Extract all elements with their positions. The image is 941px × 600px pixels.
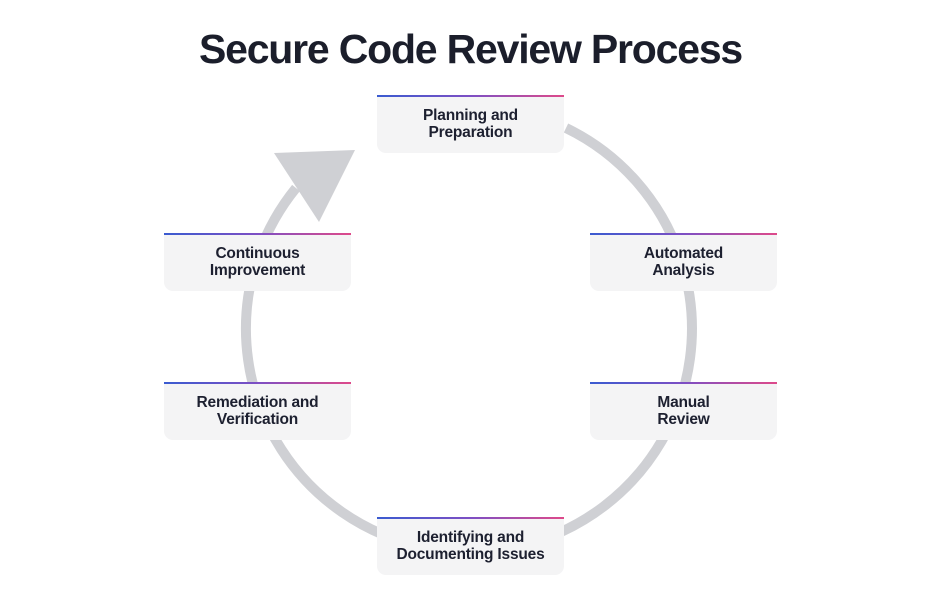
step-label-line: Remediation and [196, 394, 319, 411]
step-planning-and-preparation: Planning and Preparation [377, 95, 564, 153]
step-label-line: Analysis [652, 262, 715, 279]
step-label-line: Improvement [209, 262, 306, 279]
step-manual-review: Manual Review [590, 382, 777, 440]
step-label: Manual Review [651, 394, 715, 428]
step-label-line: Planning and [423, 107, 518, 124]
step-automated-analysis: Automated Analysis [590, 233, 777, 291]
cycle-arrowhead-icon [274, 150, 355, 222]
step-label: Automated Analysis [638, 245, 729, 279]
step-label: Planning and Preparation [417, 107, 524, 141]
step-label-line: Identifying and [416, 529, 525, 546]
step-remediation-and-verification: Remediation and Verification [164, 382, 351, 440]
step-label: Remediation and Verification [191, 394, 325, 428]
step-label-line: Manual [657, 394, 710, 411]
step-label-line: Continuous [215, 245, 300, 262]
step-continuous-improvement: Continuous Improvement [164, 233, 351, 291]
step-identifying-and-documenting-issues: Identifying and Documenting Issues [377, 517, 564, 575]
step-label-line: Verification [216, 411, 299, 428]
step-label-line: Review [657, 411, 710, 428]
step-label: Continuous Improvement [204, 245, 311, 279]
step-label-line: Documenting Issues [396, 546, 545, 563]
step-label-line: Automated [643, 245, 724, 262]
diagram-title: Secure Code Review Process [198, 26, 743, 72]
step-label: Identifying and Documenting Issues [391, 529, 551, 563]
step-label-line: Preparation [428, 124, 513, 141]
